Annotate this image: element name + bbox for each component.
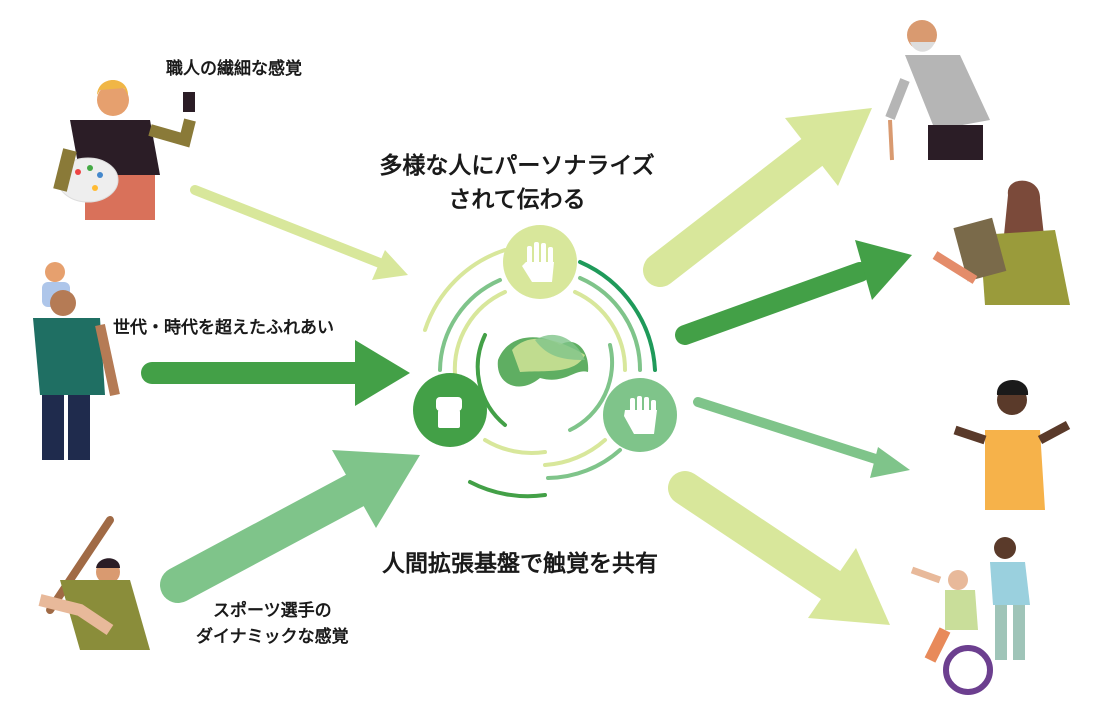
- athlete-label: スポーツ選手の ダイナミックな感覚: [196, 598, 349, 650]
- arrow-generations: [141, 340, 410, 406]
- grip-hand-icon: [624, 396, 657, 434]
- open-hand-circle: [503, 225, 577, 299]
- arrow-to-wheelchair: [668, 471, 890, 625]
- personalize-line1: 多様な人にパーソナライズ: [379, 153, 655, 179]
- fist-circle: [413, 373, 487, 447]
- personalize-label: 多様な人にパーソナライズ されて伝わる: [362, 146, 672, 214]
- open-hand-icon: [522, 242, 554, 282]
- arrow-craftsman: [190, 185, 408, 280]
- platform-label: 人間拡張基盤で触覚を共有: [382, 551, 658, 577]
- arrow-to-elderly: [643, 108, 872, 287]
- athlete-line1: スポーツ選手の: [213, 601, 332, 621]
- fist-icon: [436, 397, 462, 428]
- woman-clipboard-illustration: [932, 180, 1070, 305]
- man-yellow-shirt-illustration: [953, 380, 1071, 510]
- central-rings: [423, 248, 657, 499]
- grip-hand-circle: [603, 378, 677, 452]
- platform-logo-icon: [497, 334, 589, 387]
- arrow-to-woman: [675, 240, 912, 345]
- generations-label: 世代・時代を超えたふれあい: [113, 318, 334, 338]
- arrow-to-man: [693, 397, 910, 478]
- father-child-illustration: [33, 262, 120, 460]
- personalize-line2: されて伝わる: [448, 187, 586, 213]
- athlete-line2: ダイナミックな感覚: [196, 627, 349, 647]
- elderly-man-illustration: [885, 20, 990, 161]
- arrow-athlete: [160, 450, 420, 603]
- wheelchair-illustration: [910, 537, 1030, 695]
- craftsman-illustration: [53, 80, 196, 220]
- baseball-player-illustration: [38, 516, 150, 650]
- craftsman-label: 職人の繊細な感覚: [166, 59, 302, 79]
